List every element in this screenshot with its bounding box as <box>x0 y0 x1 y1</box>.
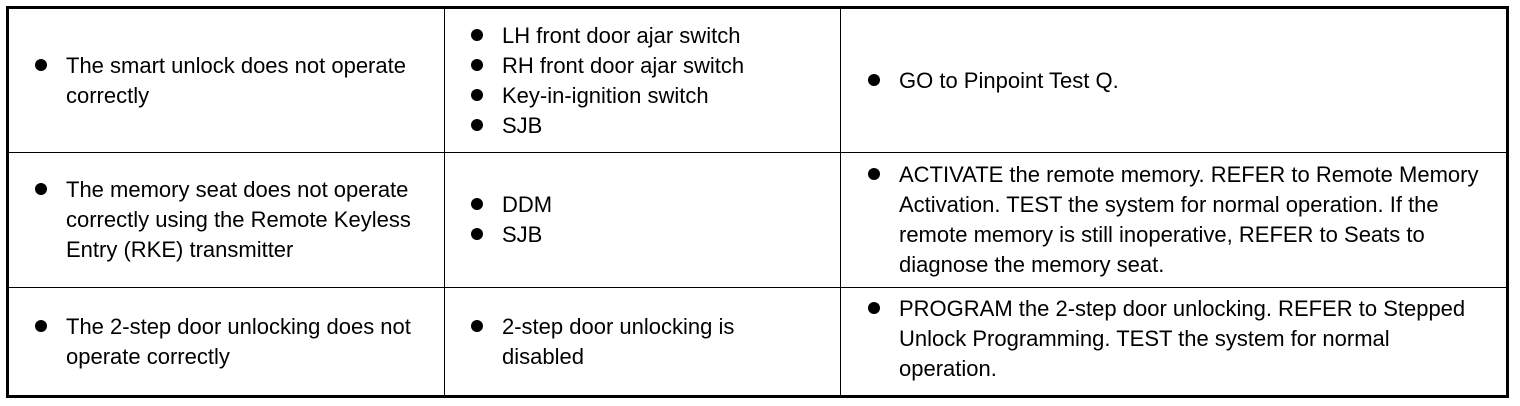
bullet-icon <box>471 28 483 41</box>
bullet-icon <box>471 118 483 131</box>
action-list: GO to Pinpoint Test Q. <box>841 66 1506 96</box>
action-list: ACTIVATE the remote memory. REFER to Rem… <box>841 160 1506 280</box>
action-text: ACTIVATE the remote memory. REFER to Rem… <box>899 162 1479 277</box>
source-text: RH front door ajar switch <box>502 52 745 78</box>
source-text: SJB <box>502 112 543 138</box>
bullet-icon <box>868 73 880 86</box>
symptom-text: The 2-step door unlocking does not opera… <box>66 313 411 369</box>
list-item: SJB <box>445 111 840 141</box>
source-text: LH front door ajar switch <box>502 22 741 48</box>
action-list: PROGRAM the 2-step door unlocking. REFER… <box>841 294 1506 384</box>
diagnostic-table: The smart unlock does not operate correc… <box>6 6 1509 398</box>
action-cell: PROGRAM the 2-step door unlocking. REFER… <box>840 287 1508 397</box>
list-item: The 2-step door unlocking does not opera… <box>9 312 444 372</box>
symptom-list: The memory seat does not operate correct… <box>9 175 444 265</box>
list-item: Key-in-ignition switch <box>445 81 840 111</box>
list-item: SJB <box>445 220 840 250</box>
bullet-icon <box>471 228 483 240</box>
symptom-text: The memory seat does not operate correct… <box>66 177 411 262</box>
list-item: GO to Pinpoint Test Q. <box>841 66 1506 96</box>
list-item: The memory seat does not operate correct… <box>9 175 444 265</box>
source-text: Key-in-ignition switch <box>502 82 709 108</box>
list-item: ACTIVATE the remote memory. REFER to Rem… <box>841 160 1506 280</box>
list-item: 2-step door unlocking is disabled <box>445 312 840 372</box>
bullet-icon <box>471 198 483 210</box>
table-row: The smart unlock does not operate correc… <box>7 7 1508 153</box>
bullet-icon <box>35 183 47 195</box>
bullet-icon <box>471 88 483 101</box>
bullet-icon <box>35 319 47 332</box>
list-item: PROGRAM the 2-step door unlocking. REFER… <box>841 294 1506 384</box>
bullet-icon <box>471 319 483 332</box>
source-text: SJB <box>502 222 543 247</box>
bullet-icon <box>868 301 880 314</box>
source-text: 2-step door unlocking is disabled <box>502 313 735 369</box>
table-row: The 2-step door unlocking does not opera… <box>7 287 1508 397</box>
symptom-list: The smart unlock does not operate correc… <box>9 51 444 111</box>
source-list: LH front door ajar switch RH front door … <box>445 21 840 141</box>
bullet-icon <box>35 58 47 71</box>
symptom-cell: The 2-step door unlocking does not opera… <box>7 287 445 397</box>
symptom-text: The smart unlock does not operate correc… <box>66 52 406 108</box>
source-cell: DDM SJB <box>444 152 841 288</box>
bullet-icon <box>471 58 483 71</box>
symptom-cell: The memory seat does not operate correct… <box>7 152 445 288</box>
list-item: The smart unlock does not operate correc… <box>9 51 444 111</box>
list-item: RH front door ajar switch <box>445 51 840 81</box>
source-list: DDM SJB <box>445 190 840 250</box>
source-cell: 2-step door unlocking is disabled <box>444 287 841 397</box>
action-text: PROGRAM the 2-step door unlocking. REFER… <box>899 295 1466 381</box>
bullet-icon <box>868 168 880 180</box>
source-cell: LH front door ajar switch RH front door … <box>444 7 841 153</box>
action-cell: GO to Pinpoint Test Q. <box>840 7 1508 153</box>
symptom-cell: The smart unlock does not operate correc… <box>7 7 445 153</box>
symptom-list: The 2-step door unlocking does not opera… <box>9 312 444 372</box>
table-row: The memory seat does not operate correct… <box>7 152 1508 288</box>
action-cell: ACTIVATE the remote memory. REFER to Rem… <box>840 152 1508 288</box>
source-text: DDM <box>502 192 553 217</box>
action-text: GO to Pinpoint Test Q. <box>899 67 1119 93</box>
list-item: LH front door ajar switch <box>445 21 840 51</box>
list-item: DDM <box>445 190 840 220</box>
source-list: 2-step door unlocking is disabled <box>445 312 840 372</box>
